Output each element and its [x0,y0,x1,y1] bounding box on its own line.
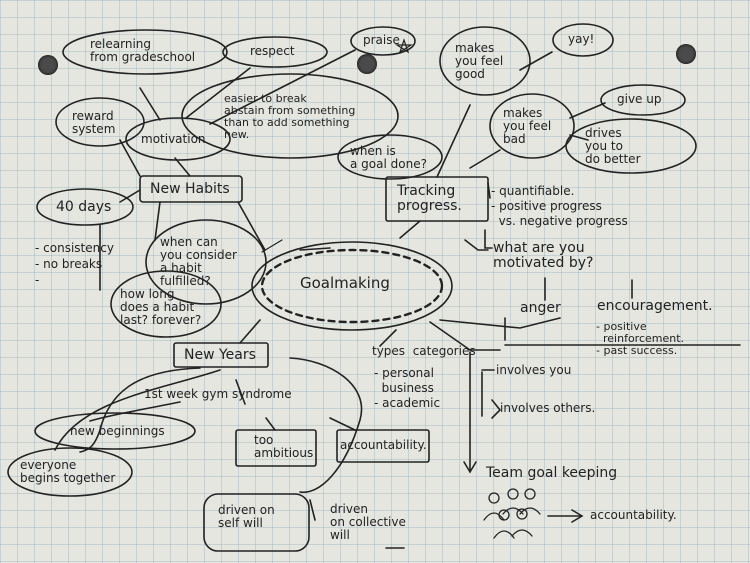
encouragement-label: encouragement. [597,298,713,314]
makes-bad-bubble [489,93,575,159]
motivation-bubble [125,117,231,161]
give-up-bubble [600,84,686,116]
consistency-list: - consistency - no breaks - [35,241,114,287]
how-long-label: how long does a habit last? forever? [120,287,202,327]
too-ambitious-label: too ambitious [254,433,314,460]
praise-label: praise [363,33,400,47]
involves-others-label: involves others. [500,401,596,415]
driven-collective-label: driven on collective will [330,502,406,542]
drives-label: drives you to do better [585,126,641,166]
accountability2-label: accountability. [590,508,677,522]
makes-good-bubble [439,26,531,96]
new-beginnings-bubble [34,412,196,450]
forty-days-label: 40 days [56,199,112,215]
new-years-box [173,342,269,368]
binder-hole-left [38,55,58,75]
driven-self-label: driven on self will [218,503,275,530]
categories-list: - personal business - academic [374,366,441,410]
driven-self-box [203,493,310,552]
new-years-label: New Years [184,347,256,363]
when-fulfilled-label: when can you consider a habit fulfilled? [160,235,237,288]
team-goal-label: Team goal keeping [486,465,618,481]
tracking-label: Tracking progress. [397,183,462,214]
tracking-list: - quantifiable. - positive progress vs. … [491,184,628,228]
yay-label: yay! [568,32,595,46]
motivated-by-label: what are you motivated by? [493,240,594,271]
gym-label: 1st week gym syndrome [144,387,292,401]
binder-hole-right [676,44,696,64]
anger-label: anger [520,300,561,316]
easier-label: easier to break abstain from something t… [224,92,356,141]
makes-bad-label: makes you feel bad [503,106,552,146]
relearning-bubble [62,29,228,75]
reward-bubble [55,97,145,147]
binder-hole-middle [357,54,377,74]
new-habits-label: New Habits [150,181,230,197]
respect-label: respect [250,44,295,58]
involves-you-label: involves you [496,363,572,377]
relearning-label: relearning from gradeschool [90,37,196,64]
too-ambitious-box [235,429,317,467]
center-outer [251,241,453,331]
center-label: Goalmaking [300,274,390,292]
everyone-label: everyone begins together [20,458,116,485]
drives-bubble [565,118,697,174]
when-fulfilled-bubble [145,219,267,305]
when-done-label: when is a goal done? [350,144,427,171]
star-doodle [394,38,414,54]
forty-days-bubble [36,188,134,226]
when-done-bubble [337,134,443,180]
encouragement-list: - positive reinforcement. - past success… [596,320,685,357]
give-up-label: give up [617,92,662,106]
easier-bubble [181,73,399,159]
how-long-bubble [110,270,222,338]
yay-bubble [552,23,614,57]
praise-bubble [350,26,416,56]
categories-label: types categories [372,344,476,358]
accountability-label: accountability. [340,438,427,452]
center-inner [260,248,444,324]
team-people-icon [483,488,541,539]
respect-bubble [222,36,328,68]
everyone-bubble [7,447,133,497]
new-habits-box [139,175,243,203]
makes-good-label: makes you feel good [455,41,504,81]
accountability-box [336,429,430,463]
motivation-label: motivation [141,132,206,146]
new-beginnings-label: new beginnings [70,424,165,438]
reward-label: reward system [72,109,116,136]
